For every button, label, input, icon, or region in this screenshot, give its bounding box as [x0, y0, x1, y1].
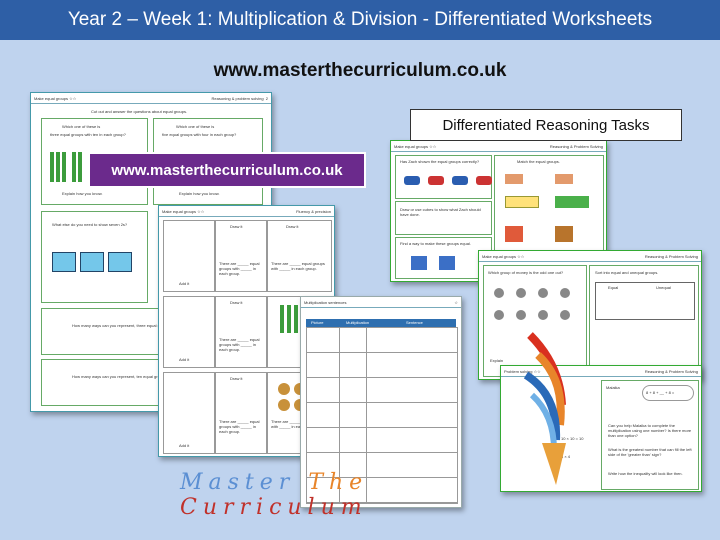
sheet-header: Multiplication sentences☆: [301, 297, 461, 308]
sheet-header: Problem solving ☆☆Reasoning & Problem So…: [501, 366, 701, 377]
title-banner: Year 2 – Week 1: Multiplication & Divisi…: [0, 0, 720, 40]
sheet-header: Make equal groups ☆☆Reasoning & Problem …: [391, 141, 606, 152]
watermark-text: Master The Curriculum: [180, 470, 369, 520]
banner-title: Year 2 – Week 1: Multiplication & Divisi…: [67, 9, 653, 30]
worksheet-reasoning-3: Problem solving ☆☆Reasoning & Problem So…: [500, 365, 702, 492]
sheet-header: Make equal groups ☆☆Fluency & precision: [159, 206, 334, 217]
differentiated-reasoning-tasks-label: Differentiated Reasoning Tasks: [410, 109, 682, 141]
sheet-instruction: Cut out and answer the questions about e…: [91, 109, 188, 114]
website-url[interactable]: www.masterthecurriculum.co.uk: [213, 60, 507, 81]
sheet-header: Make equal groups ☆☆Reasoning & Problem …: [479, 251, 701, 262]
sheet-header: Make equal groups ☆☆Reasoning & problem …: [31, 93, 271, 104]
question-box: What else do you need to show seven 2s?: [41, 211, 148, 303]
worksheet-reasoning-2: Make equal groups ☆☆Reasoning & Problem …: [478, 250, 702, 380]
worksheet-multiplication-table: Multiplication sentences☆ Picture Multip…: [300, 296, 462, 508]
master-the-curriculum-logo-icon: [523, 332, 566, 485]
website-badge[interactable]: www.masterthecurriculum.co.uk: [88, 152, 366, 188]
